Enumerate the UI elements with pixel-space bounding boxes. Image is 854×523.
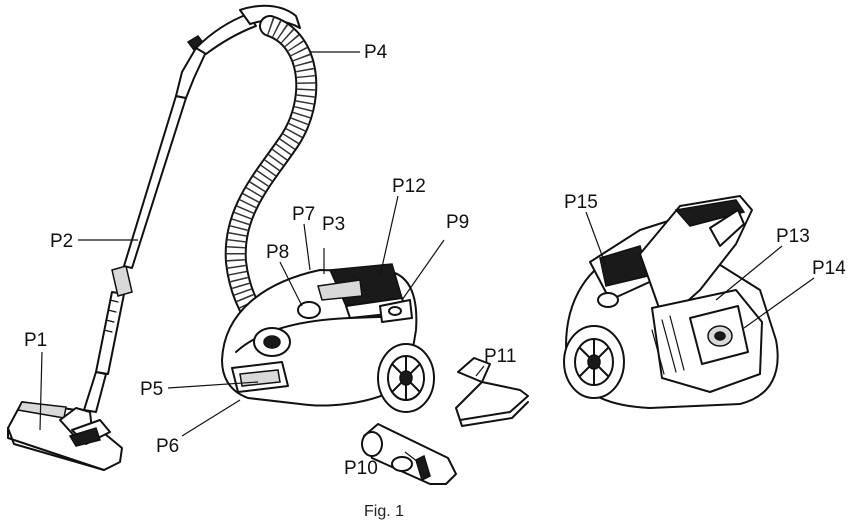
label-p14: P14 <box>812 258 846 279</box>
label-p5: P5 <box>140 379 163 400</box>
label-p11: P11 <box>484 346 516 367</box>
upholstery-nozzle <box>455 357 529 427</box>
floor-nozzle <box>7 401 123 471</box>
vacuum-body-open <box>563 195 779 409</box>
flexible-hose <box>224 4 318 349</box>
telescopic-tube <box>83 13 257 413</box>
label-p15: P15 <box>564 192 598 213</box>
crevice-nozzle <box>361 423 457 485</box>
label-p13: P13 <box>776 226 810 247</box>
label-p10: P10 <box>344 458 378 479</box>
label-p2: P2 <box>50 231 73 252</box>
vacuum-body <box>221 263 435 413</box>
label-p12: P12 <box>392 176 426 197</box>
label-p3: P3 <box>322 214 345 235</box>
label-p8: P8 <box>266 242 289 263</box>
label-p9: P9 <box>446 212 469 233</box>
figure-caption: Fig. 1 <box>364 503 404 520</box>
label-p7: P7 <box>292 204 315 225</box>
label-p4: P4 <box>364 42 388 63</box>
label-p1: P1 <box>24 330 47 351</box>
label-p6: P6 <box>156 436 179 457</box>
leader-lines <box>39 51 815 463</box>
callout-labels: P1 P2 P3 P4 P5 P6 P7 P8 P9 P10 P11 P12 P… <box>24 42 846 479</box>
